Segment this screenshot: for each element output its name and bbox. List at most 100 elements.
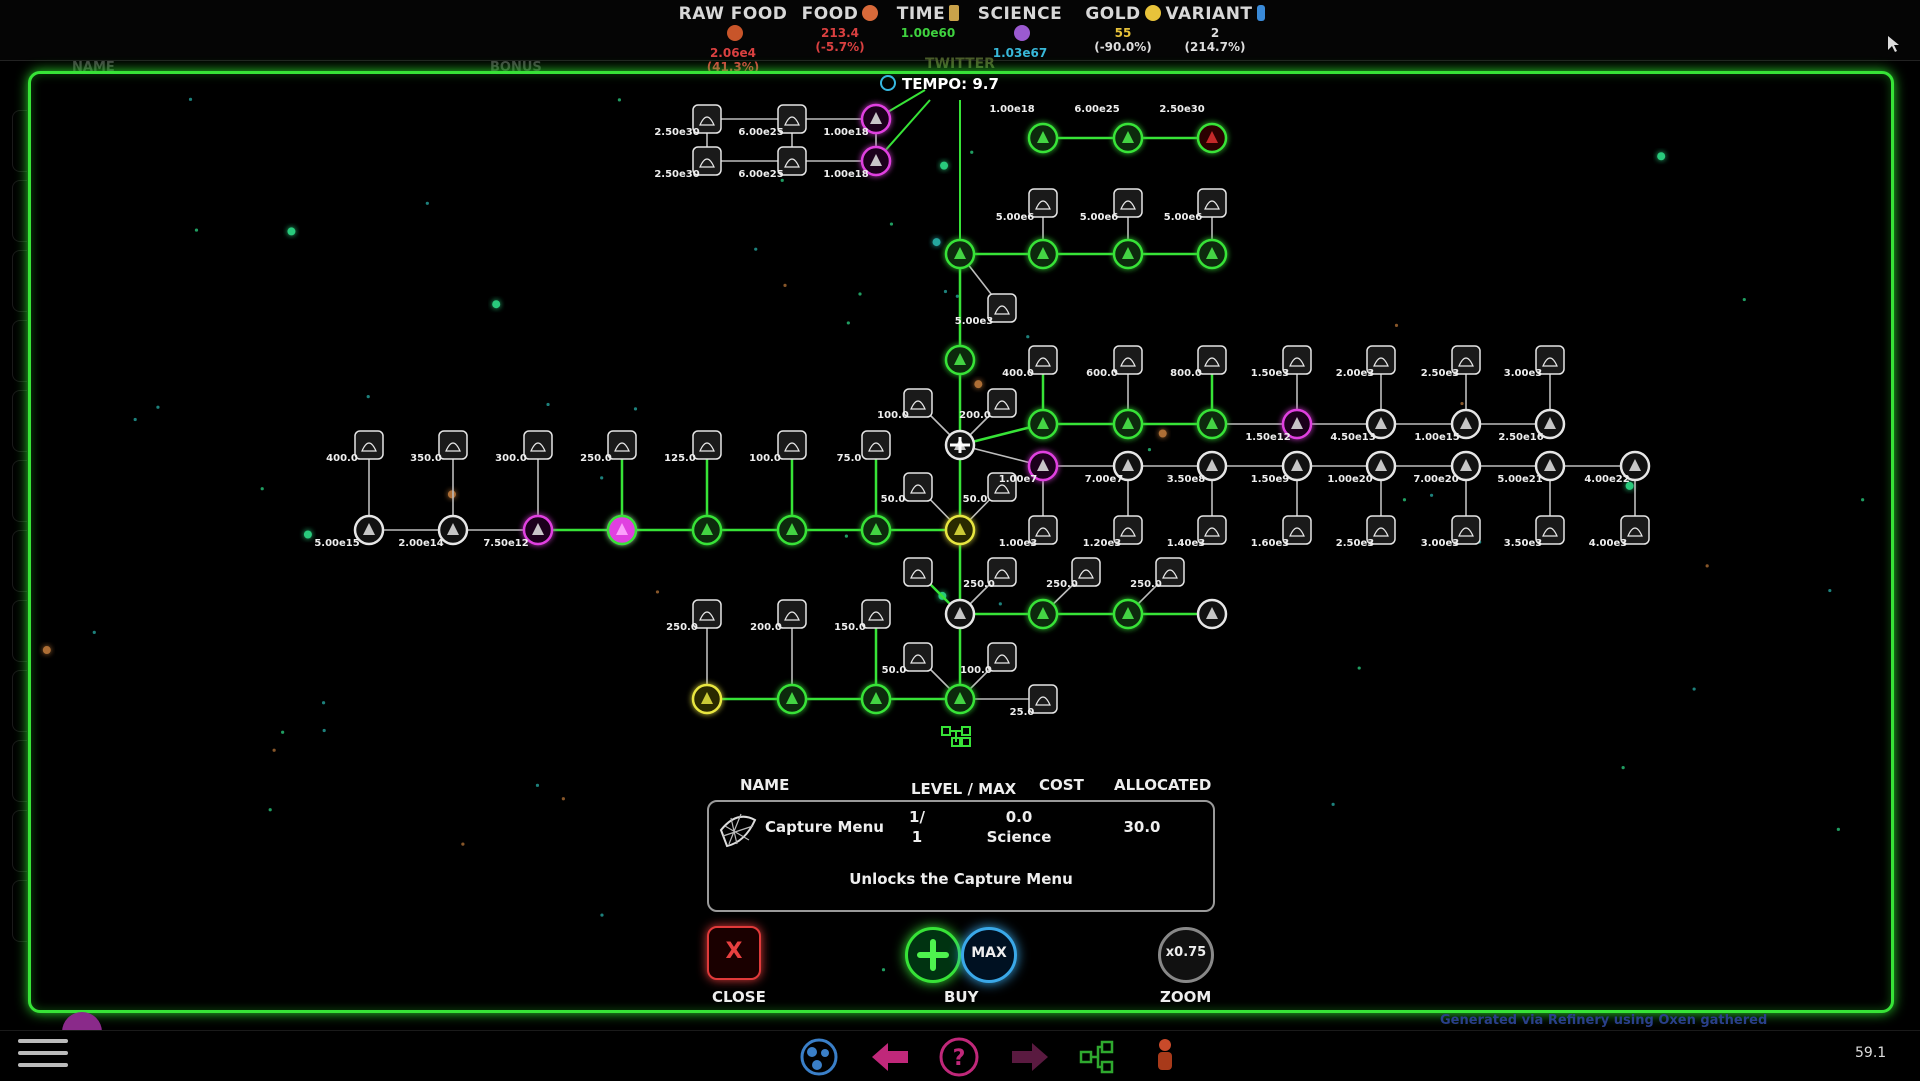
skill-node-icon[interactable] (1197, 515, 1227, 545)
close-button[interactable]: X (707, 926, 761, 980)
skill-node-icon[interactable] (692, 146, 722, 176)
skill-node-icon[interactable] (1366, 345, 1396, 375)
skill-node-icon[interactable] (903, 642, 933, 672)
skill-node-icon[interactable] (1619, 450, 1651, 482)
skill-node-icon[interactable] (692, 104, 722, 134)
skill-node-icon[interactable] (523, 430, 553, 460)
skill-node-icon[interactable] (1196, 598, 1228, 630)
skill-node-icon[interactable] (1534, 408, 1566, 440)
skill-node-icon[interactable] (987, 472, 1017, 502)
skill-node-icon[interactable] (438, 430, 468, 460)
skill-node-icon[interactable] (1196, 122, 1228, 154)
skill-node-icon[interactable] (1281, 450, 1313, 482)
skill-node-icon[interactable] (1112, 122, 1144, 154)
skill-node-icon[interactable] (1028, 188, 1058, 218)
skill-node-icon[interactable] (1450, 450, 1482, 482)
skill-node-icon[interactable] (1534, 450, 1566, 482)
skill-node-icon[interactable] (903, 388, 933, 418)
skill-node-icon[interactable] (353, 514, 385, 546)
skill-node-icon[interactable] (1450, 408, 1482, 440)
skill-node-icon[interactable] (691, 514, 723, 546)
skill-node-icon[interactable] (944, 514, 976, 546)
buy-button[interactable] (905, 927, 961, 983)
skill-node-icon[interactable] (1281, 408, 1313, 440)
skill-node-icon[interactable] (1620, 515, 1650, 545)
skill-node-icon[interactable] (1028, 684, 1058, 714)
skill-node-icon[interactable] (1196, 238, 1228, 270)
skill-node-icon[interactable] (777, 599, 807, 629)
skill-node-icon[interactable] (1112, 408, 1144, 440)
skill-node-icon[interactable] (1113, 345, 1143, 375)
skill-node-icon[interactable] (1282, 345, 1312, 375)
skill-node-icon[interactable] (1027, 408, 1059, 440)
skill-node-icon[interactable] (944, 344, 976, 376)
max-button[interactable]: MAX (961, 927, 1017, 983)
skill-node-icon[interactable] (1028, 345, 1058, 375)
skill-node-icon[interactable] (1365, 408, 1397, 440)
skill-node-icon[interactable] (691, 683, 723, 715)
skill-node-icon[interactable] (1112, 450, 1144, 482)
skill-node-icon[interactable] (1155, 557, 1185, 587)
skill-node-icon[interactable] (354, 430, 384, 460)
tree-nodes[interactable] (353, 103, 1651, 715)
skill-node-icon[interactable] (1071, 557, 1101, 587)
skill-node-icon[interactable] (1027, 598, 1059, 630)
skill-node-icon[interactable] (987, 388, 1017, 418)
help-icon[interactable]: ? (937, 1035, 981, 1079)
skill-node-icon[interactable] (860, 683, 892, 715)
skill-node-icon[interactable] (944, 238, 976, 270)
skill-node-icon[interactable] (944, 683, 976, 715)
menu-button[interactable] (0, 1031, 80, 1081)
skill-node-icon[interactable] (1112, 238, 1144, 270)
skill-node-icon[interactable] (1027, 450, 1059, 482)
skill-node-icon[interactable] (1027, 238, 1059, 270)
skill-node-icon[interactable] (692, 599, 722, 629)
skill-node-icon[interactable] (1451, 345, 1481, 375)
skill-node-icon[interactable] (1197, 188, 1227, 218)
skill-node-icon[interactable] (522, 514, 554, 546)
skill-tree-icon[interactable] (1078, 1039, 1122, 1075)
arrow-right-icon[interactable] (1008, 1041, 1052, 1073)
skill-node-icon[interactable] (860, 103, 892, 135)
star (754, 247, 758, 251)
skill-node-icon[interactable] (776, 514, 808, 546)
skill-node-icon[interactable] (861, 599, 891, 629)
skill-node-icon[interactable] (437, 514, 469, 546)
gear-cluster-icon[interactable] (797, 1037, 841, 1077)
skill-node-icon[interactable] (1535, 345, 1565, 375)
skill-node-icon[interactable] (1535, 515, 1565, 545)
skill-node-icon[interactable] (692, 430, 722, 460)
skill-node-icon[interactable] (1282, 515, 1312, 545)
skill-node-icon[interactable] (777, 430, 807, 460)
skill-node-icon[interactable] (987, 557, 1017, 587)
skill-node-icon[interactable] (861, 430, 891, 460)
skill-node-icon[interactable] (1366, 515, 1396, 545)
skill-node-icon[interactable] (903, 557, 933, 587)
skill-node-icon[interactable] (777, 104, 807, 134)
skill-node-icon[interactable] (987, 293, 1017, 323)
skill-node-icon[interactable] (1197, 345, 1227, 375)
skill-node-icon[interactable] (776, 683, 808, 715)
skill-node-icon[interactable] (860, 145, 892, 177)
character-icon[interactable] (1150, 1035, 1180, 1077)
skill-node-icon[interactable] (607, 430, 637, 460)
skill-node-icon[interactable] (1451, 515, 1481, 545)
skill-node-icon[interactable] (903, 472, 933, 502)
skill-node-icon[interactable] (1027, 122, 1059, 154)
skill-node-icon[interactable] (1196, 408, 1228, 440)
skill-node-icon[interactable] (1113, 515, 1143, 545)
skill-node-icon[interactable] (1196, 450, 1228, 482)
skill-node-icon[interactable] (1365, 450, 1397, 482)
skill-node-icon[interactable] (1028, 515, 1058, 545)
skill-node-icon[interactable] (860, 514, 892, 546)
star (321, 701, 326, 705)
zoom-button[interactable]: x0.75 (1158, 927, 1214, 983)
arrow-left-icon[interactable] (868, 1041, 912, 1073)
skill-node-icon[interactable] (944, 598, 976, 630)
skill-node-icon[interactable] (1112, 598, 1144, 630)
skill-node-icon[interactable] (987, 642, 1017, 672)
skill-node-icon[interactable] (777, 146, 807, 176)
skill-node-icon[interactable] (606, 514, 638, 546)
skill-node-icon[interactable] (1113, 188, 1143, 218)
